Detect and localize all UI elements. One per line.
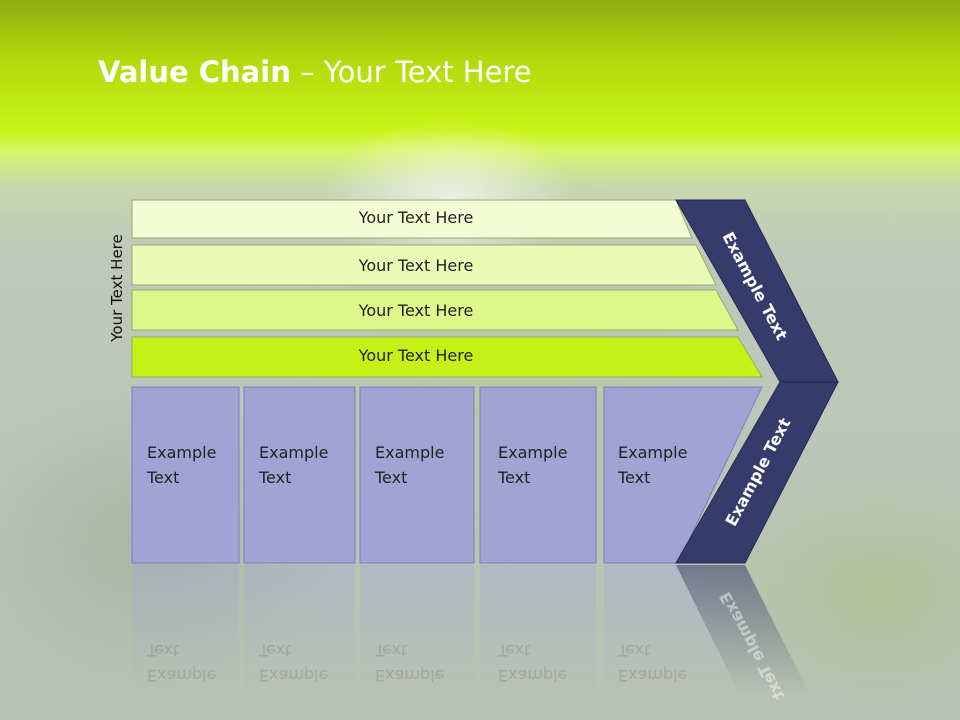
box-2-reflection — [244, 565, 355, 695]
box-3-text-reflection: Example Text — [375, 641, 445, 685]
chevron-reflection — [676, 565, 810, 695]
box-3-reflection — [360, 565, 474, 695]
box-1-text-reflection: Example Text — [147, 641, 217, 685]
bar-2-label: Your Text Here — [358, 256, 474, 275]
bar-4-label: Your Text Here — [358, 346, 474, 365]
box-3 — [359, 386, 475, 564]
box-1-text: Example Text — [147, 443, 217, 487]
bar-2 — [131, 244, 717, 286]
bar-3-label: Your Text Here — [358, 301, 474, 320]
box-2-text: Example Text — [259, 443, 329, 487]
box-5-text-reflection: Example Text — [618, 641, 688, 685]
title-bold: Value Chain — [98, 55, 291, 89]
title-rest: – Your Text Here — [290, 55, 532, 89]
bar-1-label: Your Text Here — [358, 208, 474, 227]
box-1-reflection — [132, 565, 239, 695]
box-1 — [131, 386, 240, 564]
vertical-axis-label: Your Text Here — [108, 234, 126, 342]
chevron-bottom — [675, 381, 839, 564]
box-3-text: Example Text — [375, 443, 445, 487]
box-4-text: Example Text — [498, 443, 568, 487]
box-2-text-reflection: Example Text — [259, 641, 329, 685]
box-4 — [479, 386, 597, 564]
box-2 — [243, 386, 356, 564]
page-title: Value Chain – Your Text Here — [98, 55, 532, 89]
bar-3 — [131, 289, 739, 331]
bar-4 — [131, 336, 763, 378]
box-5-text: Example Text — [618, 443, 688, 487]
box-5-reflection — [604, 565, 740, 695]
box-4-reflection — [480, 565, 596, 695]
box-4-text-reflection: Example Text — [498, 641, 568, 685]
bar-1 — [131, 199, 693, 239]
